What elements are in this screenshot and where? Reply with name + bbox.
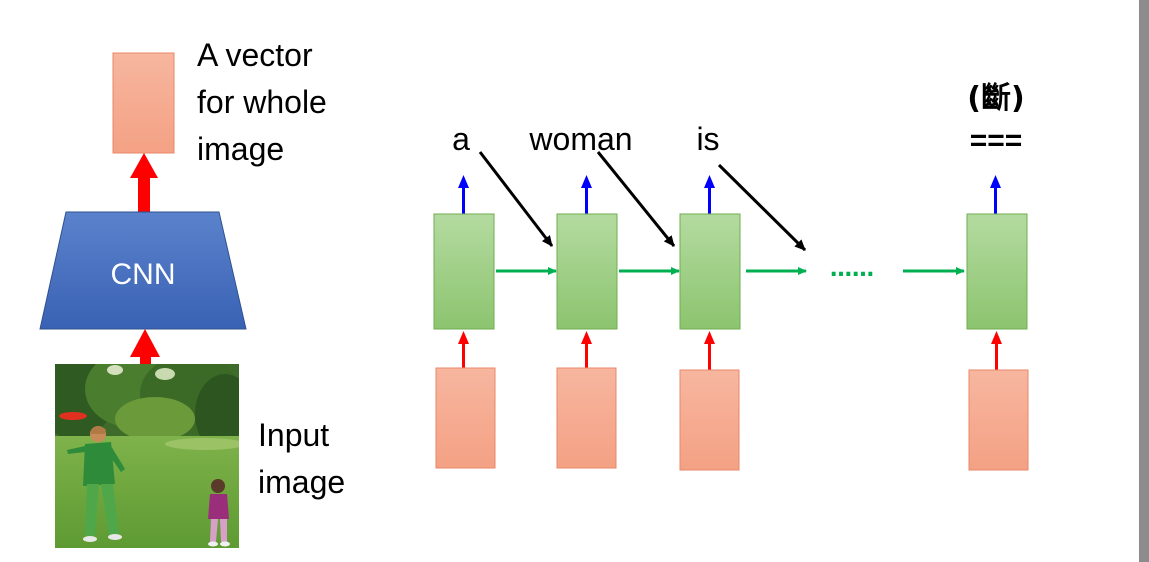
- image-vector-box: [112, 52, 175, 154]
- word-a: a: [452, 121, 470, 157]
- input-vector-1: [435, 367, 496, 469]
- vector-label-line-3: image: [197, 131, 284, 167]
- output-arrows: [458, 175, 1001, 214]
- input-photo: [55, 364, 239, 548]
- ellipsis: ……: [830, 257, 874, 282]
- input-vector-4: [968, 369, 1029, 471]
- vector-label: A vector for whole image: [197, 37, 327, 167]
- cnn-block: [39, 211, 247, 330]
- vector-label-line-2: for whole: [197, 84, 327, 120]
- end-token-underline: ===: [970, 124, 1023, 157]
- input-arrows: [458, 331, 1002, 370]
- cnn-to-vector-arrow: [130, 153, 158, 213]
- input-label-line-2: image: [258, 464, 345, 500]
- word-is: is: [696, 121, 719, 157]
- vector-label-line-1: A vector: [197, 37, 313, 73]
- input-label: Input image: [258, 417, 345, 500]
- rnn-cell-2: [556, 213, 618, 330]
- word-woman: woman: [528, 121, 632, 157]
- rnn-cell-3: [679, 213, 741, 330]
- end-token: (斷): [967, 81, 1024, 116]
- input-vector-2: [556, 367, 617, 469]
- input-vector-3: [679, 369, 740, 471]
- cnn-label: CNN: [111, 258, 176, 291]
- rnn-cell-4: [966, 213, 1028, 330]
- input-label-line-1: Input: [258, 417, 329, 453]
- feedback-arrows: [478, 151, 807, 252]
- rnn-cell-1: [433, 213, 495, 330]
- scrollbar[interactable]: [1139, 0, 1149, 562]
